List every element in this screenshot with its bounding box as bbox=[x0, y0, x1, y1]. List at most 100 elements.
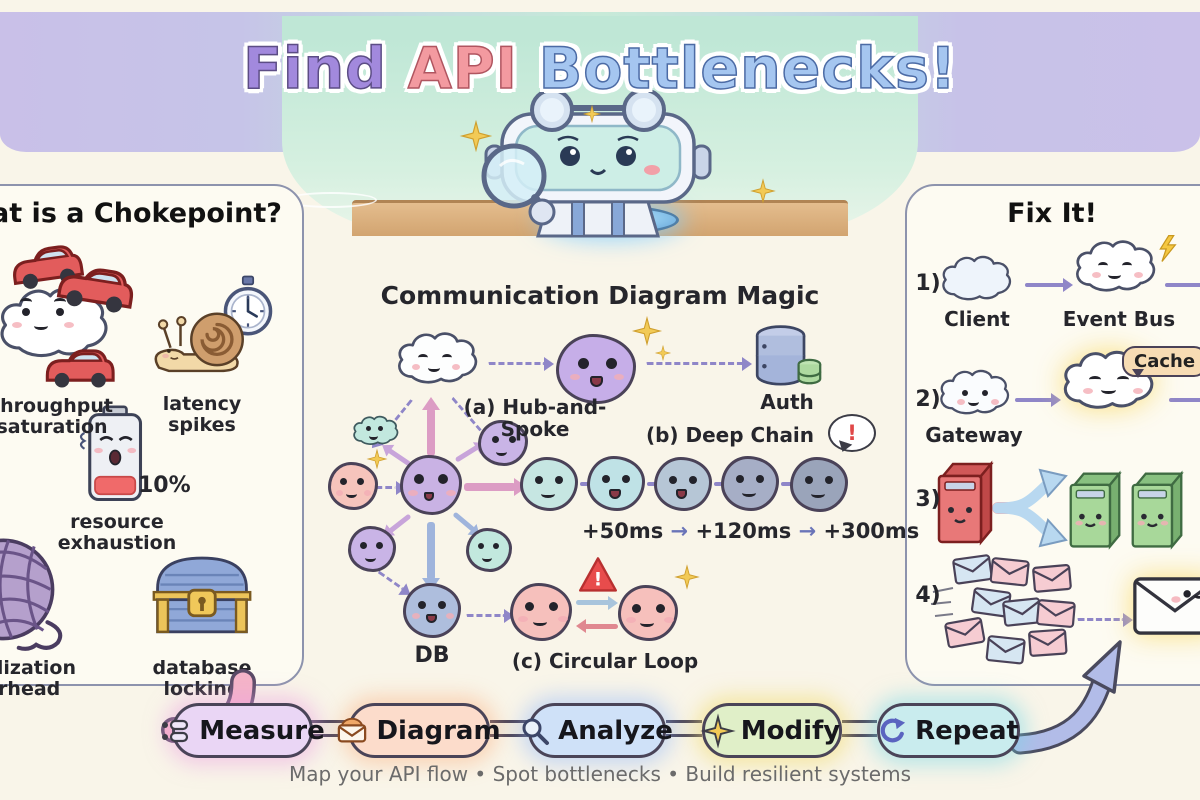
workflow-step-diagram: Diagram bbox=[338, 703, 501, 758]
hub-arrow-right bbox=[464, 483, 516, 491]
fix-number: 1) bbox=[915, 271, 941, 296]
workflow-step-modify: Modify bbox=[700, 703, 842, 758]
sparkle-icon bbox=[674, 564, 700, 590]
circular-loop-label: (c) Circular Loop bbox=[511, 649, 699, 673]
gateway-cloud-icon bbox=[935, 366, 1015, 420]
chain-blob bbox=[721, 456, 779, 511]
flow-arrow bbox=[646, 362, 744, 365]
healthy-server-icon bbox=[1069, 470, 1122, 550]
fix-it-panel: Fix It! 1) Client Event Bus 2) Gateway bbox=[905, 184, 1200, 686]
latency-value: +300ms bbox=[823, 519, 920, 543]
robot-detective-icon bbox=[481, 88, 712, 238]
loop-blob bbox=[510, 583, 572, 641]
sparkle-icon bbox=[631, 315, 663, 347]
auth-database-icon bbox=[755, 325, 822, 386]
checklist-icon bbox=[162, 719, 189, 742]
spoke-blob bbox=[478, 420, 528, 466]
workflow-connector bbox=[666, 720, 702, 737]
db-label: DB bbox=[414, 643, 450, 668]
locked-chest-icon bbox=[152, 556, 252, 634]
item-label: resource exhaustion bbox=[57, 511, 177, 555]
fix-arrow bbox=[1015, 398, 1053, 402]
warning-triangle-icon: ! bbox=[579, 557, 617, 592]
client-label: Client bbox=[944, 307, 1010, 331]
envelope-icon bbox=[338, 717, 367, 742]
snail-icon bbox=[154, 312, 244, 373]
hub-arrow-downleft bbox=[387, 513, 412, 534]
car-icon bbox=[13, 245, 85, 289]
db-blob bbox=[403, 583, 461, 638]
flow-arrow bbox=[377, 570, 406, 592]
alert-speech-bubble: ! bbox=[828, 414, 876, 452]
hub-blob bbox=[400, 455, 462, 515]
workflow-connector bbox=[490, 720, 528, 737]
arrow-right-glyph: → bbox=[670, 519, 689, 543]
battery-percent-badge: 10% bbox=[138, 473, 191, 498]
chain-blob bbox=[654, 457, 712, 511]
repeat-icon bbox=[880, 717, 906, 742]
spoke-cloud-icon bbox=[350, 412, 402, 450]
chain-blob bbox=[520, 457, 578, 511]
latency-value: +120ms bbox=[695, 519, 792, 543]
load-balance-fork-arrow bbox=[992, 468, 1068, 548]
fix-arrow bbox=[1165, 283, 1200, 287]
arrow-right-glyph: → bbox=[798, 519, 817, 543]
item-label: database locking bbox=[152, 657, 252, 701]
tagline: Map your API flow • Spot bottlenecks • B… bbox=[288, 762, 912, 786]
sparkle-icon bbox=[366, 448, 388, 470]
batched-envelope-icon bbox=[1133, 577, 1200, 635]
loop-arrow-left bbox=[584, 624, 618, 629]
chokepoint-panel-title: What is a Chokepoint? bbox=[0, 198, 282, 229]
caller-blob bbox=[328, 462, 378, 510]
workflow-step-label: Modify bbox=[740, 715, 841, 746]
workflow-step-label: Analyze bbox=[558, 715, 673, 746]
page-title: Find API Bottlenecks! bbox=[0, 35, 1200, 103]
item-label: throughput saturation bbox=[0, 395, 113, 439]
client-cloud-icon bbox=[392, 328, 484, 390]
magnifier-icon bbox=[522, 718, 550, 745]
sparkle-icon bbox=[700, 712, 736, 749]
latency-row: +50ms → +120ms → +300ms bbox=[582, 519, 919, 544]
hub-and-spoke-label: (a) Hub-and-Spoke bbox=[463, 395, 607, 442]
fix-arrow bbox=[1169, 398, 1200, 402]
flow-arrow bbox=[488, 362, 546, 365]
chain-blob bbox=[587, 456, 645, 511]
message-burst-icons bbox=[930, 554, 1076, 665]
event-bus-cloud-icon bbox=[1070, 236, 1162, 298]
fix-it-panel-title: Fix It! bbox=[1007, 198, 1097, 229]
car-icon bbox=[45, 349, 115, 388]
fix-arrow bbox=[1025, 283, 1065, 287]
hub-arrow-upright bbox=[454, 444, 480, 463]
sparkle-icon bbox=[459, 119, 493, 153]
item-label: latency spikes bbox=[162, 393, 242, 437]
item-label: serialization overhead bbox=[0, 657, 76, 701]
car-icon bbox=[56, 268, 134, 313]
sparkle-icon bbox=[750, 178, 776, 204]
repeat-loop-arrow bbox=[1009, 640, 1122, 755]
workflow-step-label: Measure bbox=[199, 715, 325, 746]
center-title: Communication Diagram Magic bbox=[380, 281, 820, 310]
fix-number: 4) bbox=[915, 583, 941, 608]
sparkle-icon bbox=[654, 344, 672, 362]
event-bus-label: Event Bus bbox=[1062, 307, 1176, 331]
latency-value: +50ms bbox=[582, 519, 664, 543]
workflow-step-label: Diagram bbox=[376, 715, 501, 746]
hub-arrow-down bbox=[427, 522, 435, 580]
loop-blob bbox=[618, 585, 678, 641]
workflow-step-measure: Measure bbox=[162, 703, 325, 758]
title-word-api: API bbox=[407, 35, 518, 103]
auth-label: Auth bbox=[760, 390, 814, 414]
gateway-label: Gateway bbox=[925, 423, 1023, 447]
sparkle-icon bbox=[582, 104, 602, 124]
title-word-find: Find bbox=[242, 35, 387, 103]
hub-arrow-downright bbox=[452, 511, 476, 533]
deep-chain-label: (b) Deep Chain bbox=[645, 423, 815, 447]
lightning-bolt-icon bbox=[1159, 235, 1177, 262]
overloaded-server-icon bbox=[937, 460, 994, 546]
client-cloud-icon bbox=[937, 252, 1017, 306]
flow-arrow bbox=[466, 614, 506, 617]
healthy-server-icon bbox=[1131, 470, 1184, 550]
hub-service-blob bbox=[556, 334, 636, 404]
fix-number: 3) bbox=[915, 487, 941, 512]
fix-number: 2) bbox=[915, 387, 941, 412]
